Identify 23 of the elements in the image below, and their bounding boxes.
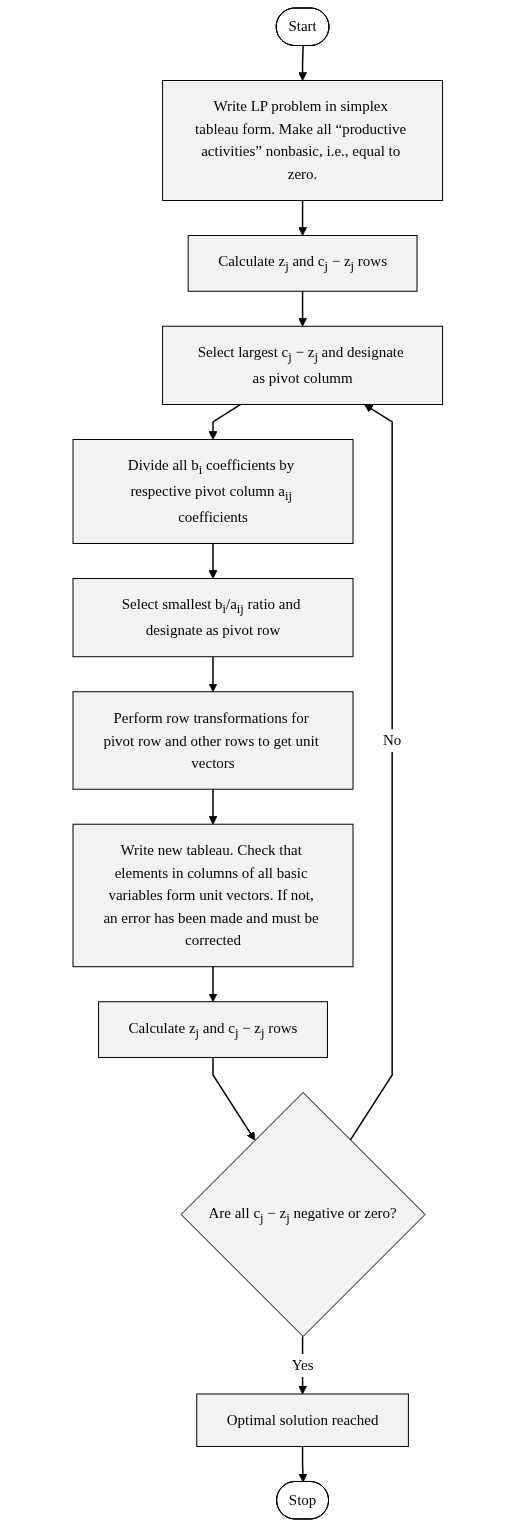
node-box: Select smallest b$_{i}$/a$_{ij}$ ratio and designate as pivot row [72, 578, 354, 658]
node-box: Optimal solution reached [195, 1393, 409, 1447]
node-box: Select largest c$_{j}$ − z$_{j}$ and designate as pivot columm [161, 325, 443, 405]
arrow [297, 45, 307, 81]
node-box: Write LP problem in simplex tableau form. Make all “productive activities” nonbasic, i.e., equal to zero. [161, 80, 443, 201]
arrow [208, 965, 218, 1003]
edge-label: No [382, 732, 402, 749]
arrow [349, 404, 393, 1141]
arrow [208, 656, 218, 693]
node-box: Write new tableau. Check that elements in columns of all basic variables form unit vectors. If not, an error has been made and must be corrected [72, 823, 354, 968]
arrow [208, 403, 242, 440]
node-diamond: Are all c$_{j}$ − z$_{j}$ negative or zero? [180, 1091, 426, 1337]
node-box: Divide all b$_{i}$ coefficients by respective pivot column a$_{ij}$ coefficients [72, 439, 354, 544]
arrow [297, 199, 307, 236]
arrow [211, 1056, 255, 1141]
node-box: Calculate z$_{j}$ and c$_{j}$ − z$_{j}$ rows [187, 235, 418, 292]
node-box: Calculate z$_{j}$ and c$_{j}$ − z$_{j}$ rows [97, 1001, 328, 1058]
arrow [298, 1445, 307, 1483]
edge-label: Yes [291, 1356, 314, 1373]
node-box: Perform row transformations for pivot row and other rows to get unit vectors [72, 691, 354, 790]
arrow [208, 788, 218, 825]
arrow [208, 542, 218, 579]
arrow [297, 290, 307, 327]
